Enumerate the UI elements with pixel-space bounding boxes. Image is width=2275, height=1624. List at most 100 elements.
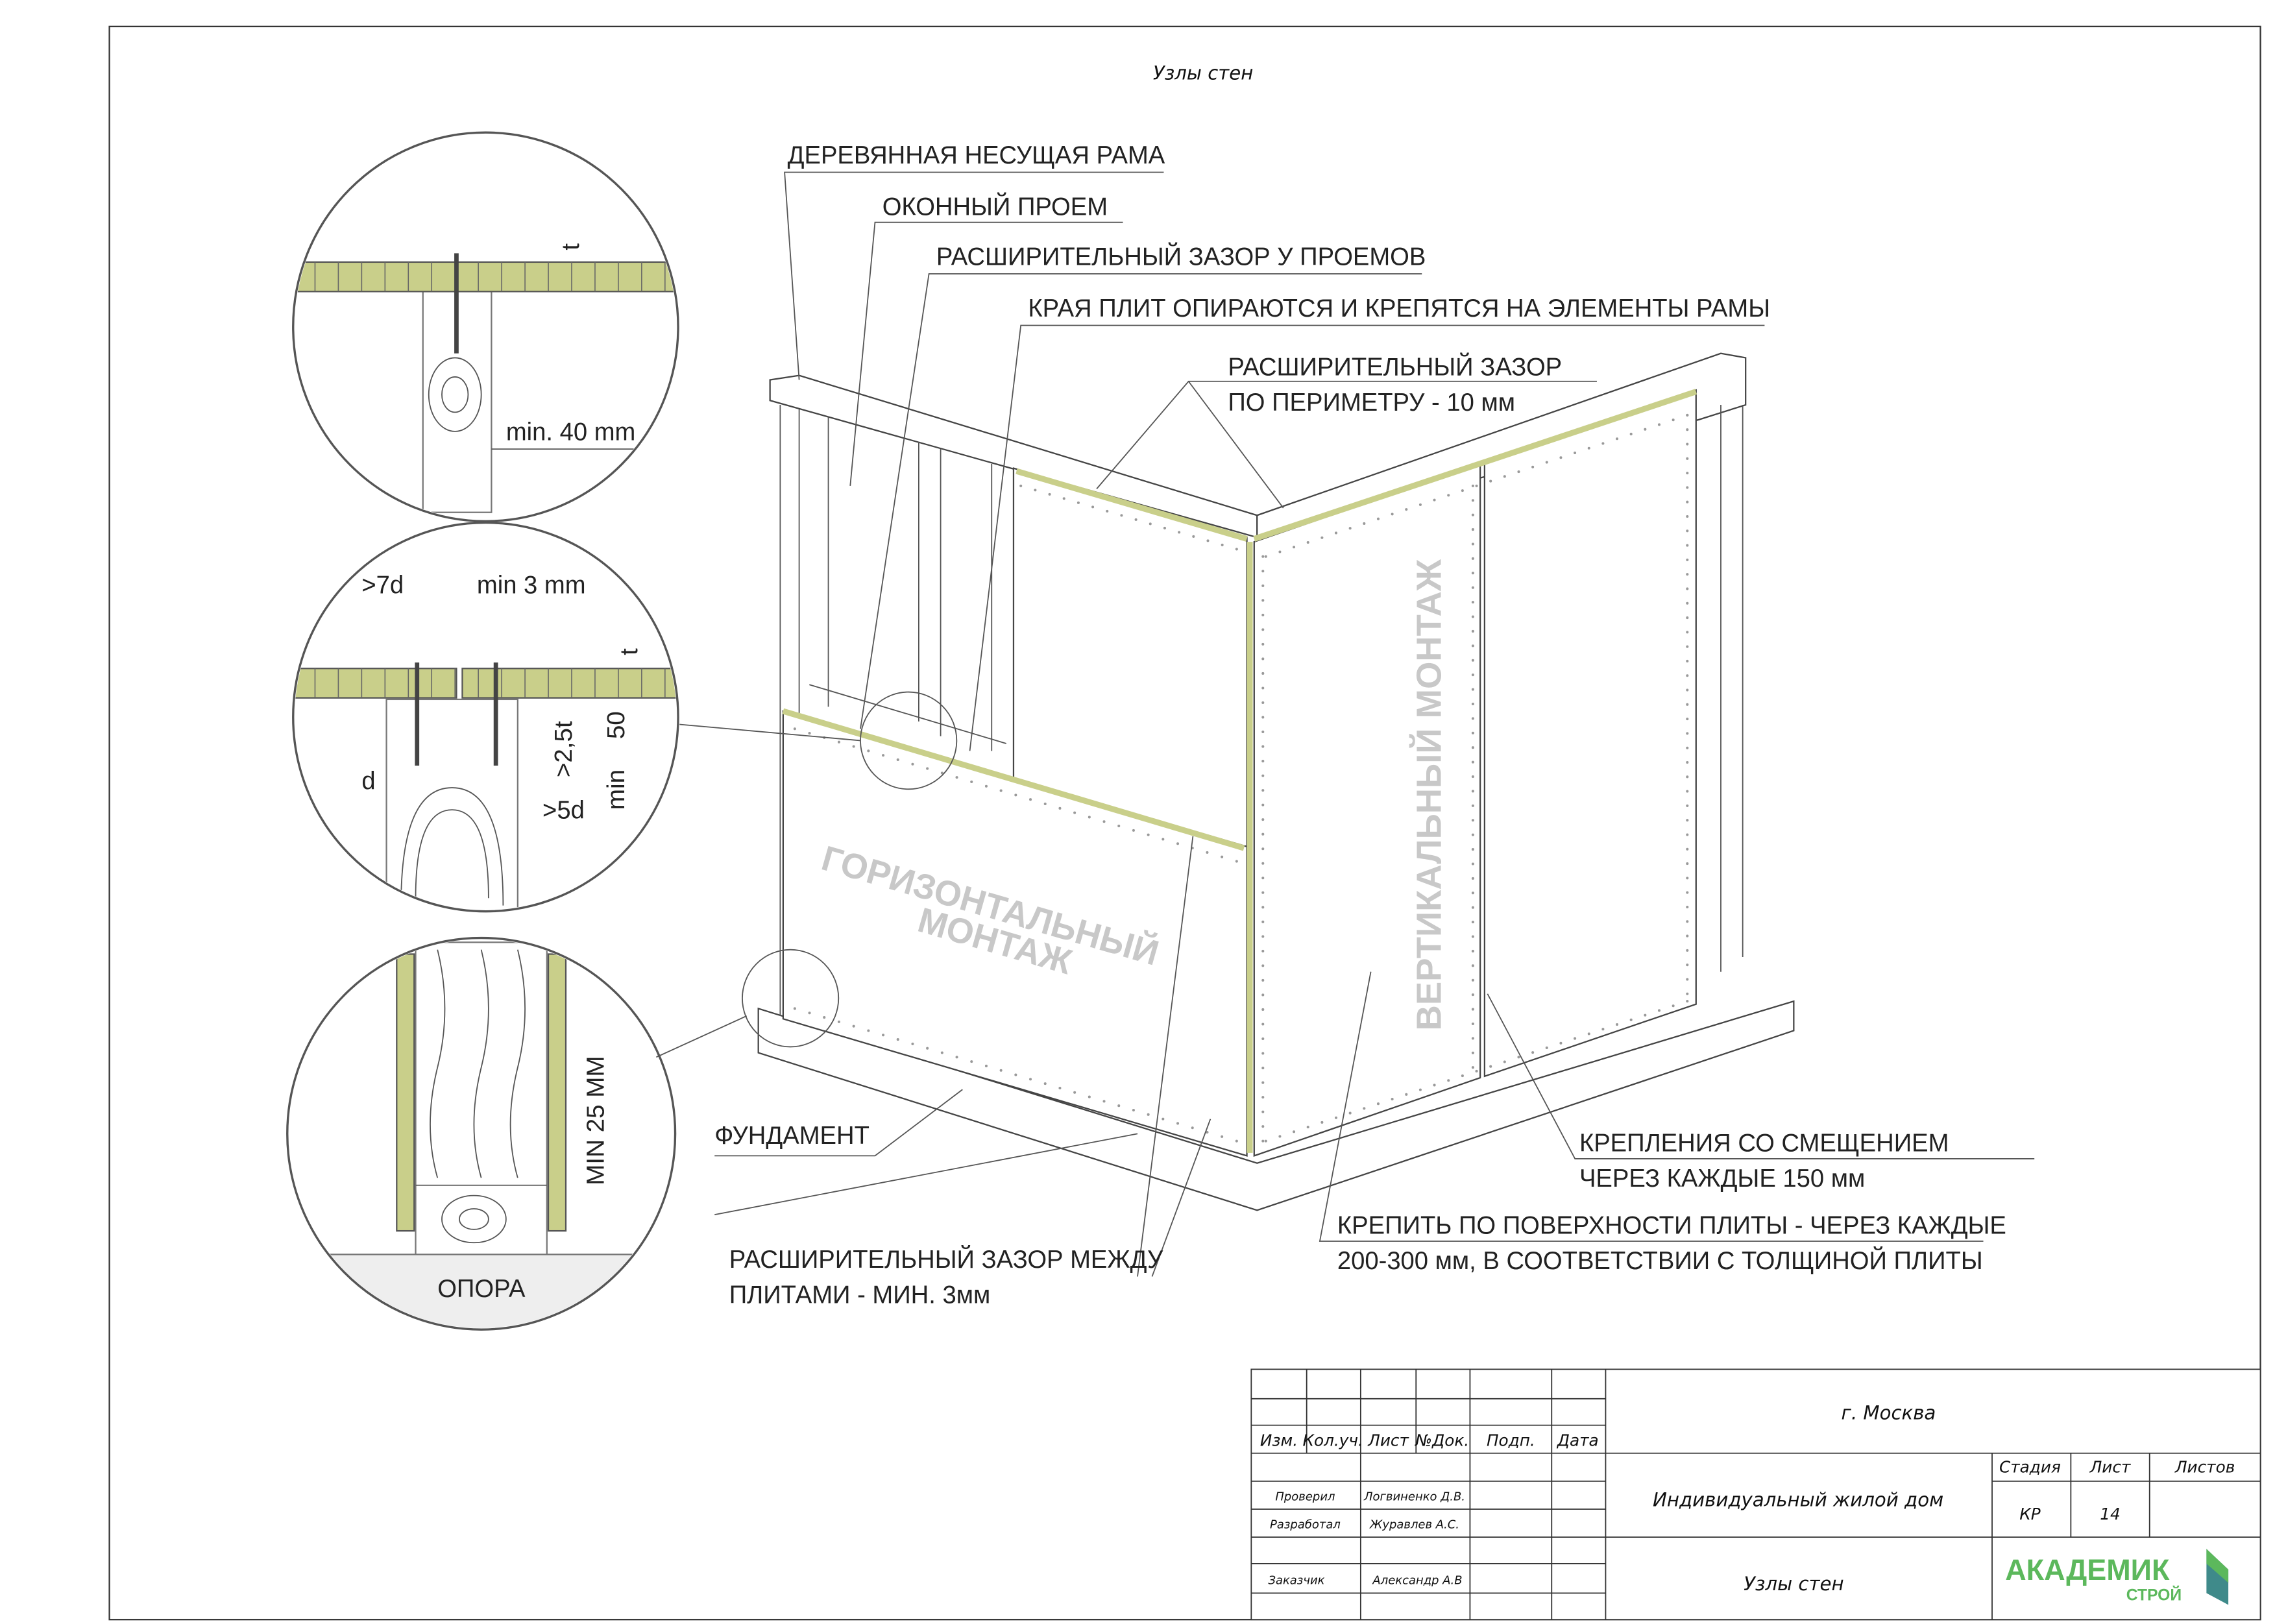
- fastener-dot: [1391, 513, 1394, 516]
- fastener-dot: [940, 771, 943, 775]
- fastener-dot: [1517, 470, 1520, 474]
- fastener-dot: [1686, 413, 1689, 417]
- fastener-dot: [1686, 442, 1689, 446]
- fastener-dot: [1363, 1107, 1366, 1110]
- fastener-dot: [1058, 806, 1062, 810]
- fastener-dot: [1320, 536, 1324, 539]
- fastener-dot: [823, 1016, 826, 1019]
- fastener-dot: [1261, 1052, 1265, 1055]
- d2-min3: min 3 mm: [477, 571, 586, 599]
- fastener-dot: [1043, 802, 1047, 806]
- panel-right-2: [1483, 389, 1697, 1078]
- fastener-dot: [1545, 1046, 1548, 1050]
- fastener-dot: [1686, 877, 1689, 880]
- fastener-dot: [1471, 629, 1474, 633]
- fastener-dot: [1149, 522, 1152, 526]
- fastener-dot: [984, 1064, 988, 1067]
- vertical-mount-label: ВЕРТИКАЛЬНЫЙ МОНТАЖ: [1409, 559, 1449, 1030]
- fastener-dot: [1278, 1135, 1282, 1138]
- detail-marker-base: [742, 949, 840, 1048]
- fastener-dot: [1147, 833, 1150, 836]
- role-developed: Разработал: [1270, 1518, 1341, 1531]
- fastener-dot: [867, 1029, 870, 1032]
- fastener-dot: [1376, 517, 1380, 520]
- fastener-dot: [1686, 718, 1689, 721]
- d2-d: d: [361, 767, 375, 795]
- fastener-dot: [1264, 555, 1267, 558]
- fastener-dot: [1405, 508, 1408, 511]
- sheet-name: Узлы стен: [1744, 1573, 1843, 1595]
- fastener-dot: [1261, 584, 1265, 587]
- fastener-dot: [1471, 1008, 1474, 1011]
- fastener-dot: [1686, 905, 1689, 909]
- fastener-dot: [1471, 819, 1474, 822]
- label-gap-openings: РАСШИРИТЕЛЬНЫЙ ЗАЗОР У ПРОЕМОВ: [936, 242, 1426, 271]
- fastener-dot: [1261, 760, 1265, 763]
- d2-50: 50: [602, 711, 630, 739]
- fastener-dot: [1686, 587, 1689, 590]
- fastener-dot: [1261, 803, 1265, 806]
- fastener-dot: [1034, 489, 1037, 492]
- fastener-dot: [1629, 432, 1633, 436]
- fastener-dot: [1587, 446, 1590, 450]
- fastener-dot: [1176, 842, 1180, 845]
- fastener-dot: [837, 1020, 840, 1023]
- fastener-dot: [1261, 570, 1265, 573]
- header-list: Лист: [1367, 1431, 1409, 1449]
- fastener-dot: [955, 776, 958, 779]
- fastener-dot: [999, 1069, 1003, 1072]
- fastener-dot: [1574, 1037, 1577, 1040]
- fastener-dot: [1471, 964, 1474, 967]
- fastener-dot: [1261, 891, 1265, 894]
- fastener-dot: [1261, 701, 1265, 705]
- fastener-dot: [1574, 451, 1577, 455]
- fastener-dot: [1029, 798, 1032, 801]
- d2-7d: >7d: [361, 571, 404, 599]
- fastener-dot: [1686, 746, 1689, 749]
- fastener-dot: [1672, 1004, 1675, 1008]
- fastener-dot: [1293, 546, 1296, 549]
- detail-2: >7d min 3 mm t >2,5t 50 min d >5d: [292, 521, 679, 913]
- fastener-dot: [1391, 1097, 1394, 1101]
- d2-min: min: [602, 770, 630, 810]
- fastener-dot: [1686, 963, 1689, 967]
- fastener-dot: [984, 784, 988, 788]
- fastener-dot: [1686, 544, 1689, 547]
- fastener-dot: [1363, 522, 1366, 525]
- fastener-dot: [867, 749, 870, 753]
- fastener-dot: [1117, 1104, 1121, 1108]
- fastener-dot: [1261, 1067, 1265, 1070]
- fastener-dot: [793, 727, 796, 731]
- fastener-dot: [1206, 539, 1210, 542]
- fastener-dot: [1062, 497, 1065, 500]
- d2-t: t: [615, 648, 643, 655]
- fastener-dot: [1261, 1081, 1265, 1084]
- fastener-dot: [1471, 949, 1474, 952]
- fastener-dot: [882, 754, 885, 757]
- fastener-dot: [1447, 1079, 1450, 1082]
- fastener-dot: [1531, 465, 1535, 468]
- fastener-dot: [1686, 804, 1689, 807]
- fastener-dot: [1686, 500, 1689, 503]
- fastener-dot: [1471, 1022, 1474, 1026]
- fastener-dot: [1489, 1065, 1492, 1068]
- fastener-dot: [1616, 437, 1619, 441]
- fastener-dot: [1221, 1135, 1224, 1138]
- title-block-text: Изм. Кол.уч. Лист №Док. Подп. Дата г. Мо…: [1260, 1401, 2235, 1594]
- fastener-dot: [1471, 557, 1474, 560]
- sheet-label: Лист: [2089, 1457, 2132, 1476]
- name-developed: Журавлев А.С.: [1369, 1518, 1459, 1531]
- fastener-dot: [1629, 1018, 1633, 1021]
- fastener-dot: [1162, 1117, 1165, 1121]
- fastener-dot: [837, 740, 840, 744]
- fastener-dot: [1686, 847, 1689, 851]
- fastener-dot: [1178, 531, 1181, 534]
- fastener-dot: [1261, 993, 1265, 997]
- fastener-dot: [1261, 877, 1265, 880]
- foundation: [757, 1000, 1795, 1211]
- detail-1: t min. 40 mm: [292, 131, 679, 523]
- fastener-dots: [793, 413, 1689, 1143]
- fastener-dot: [1471, 673, 1474, 677]
- fastener-dot: [1471, 484, 1474, 487]
- label-edges: КРАЯ ПЛИТ ОПИРАЮТСЯ И КРЕПЯТСЯ НА ЭЛЕМЕН…: [1028, 295, 1770, 322]
